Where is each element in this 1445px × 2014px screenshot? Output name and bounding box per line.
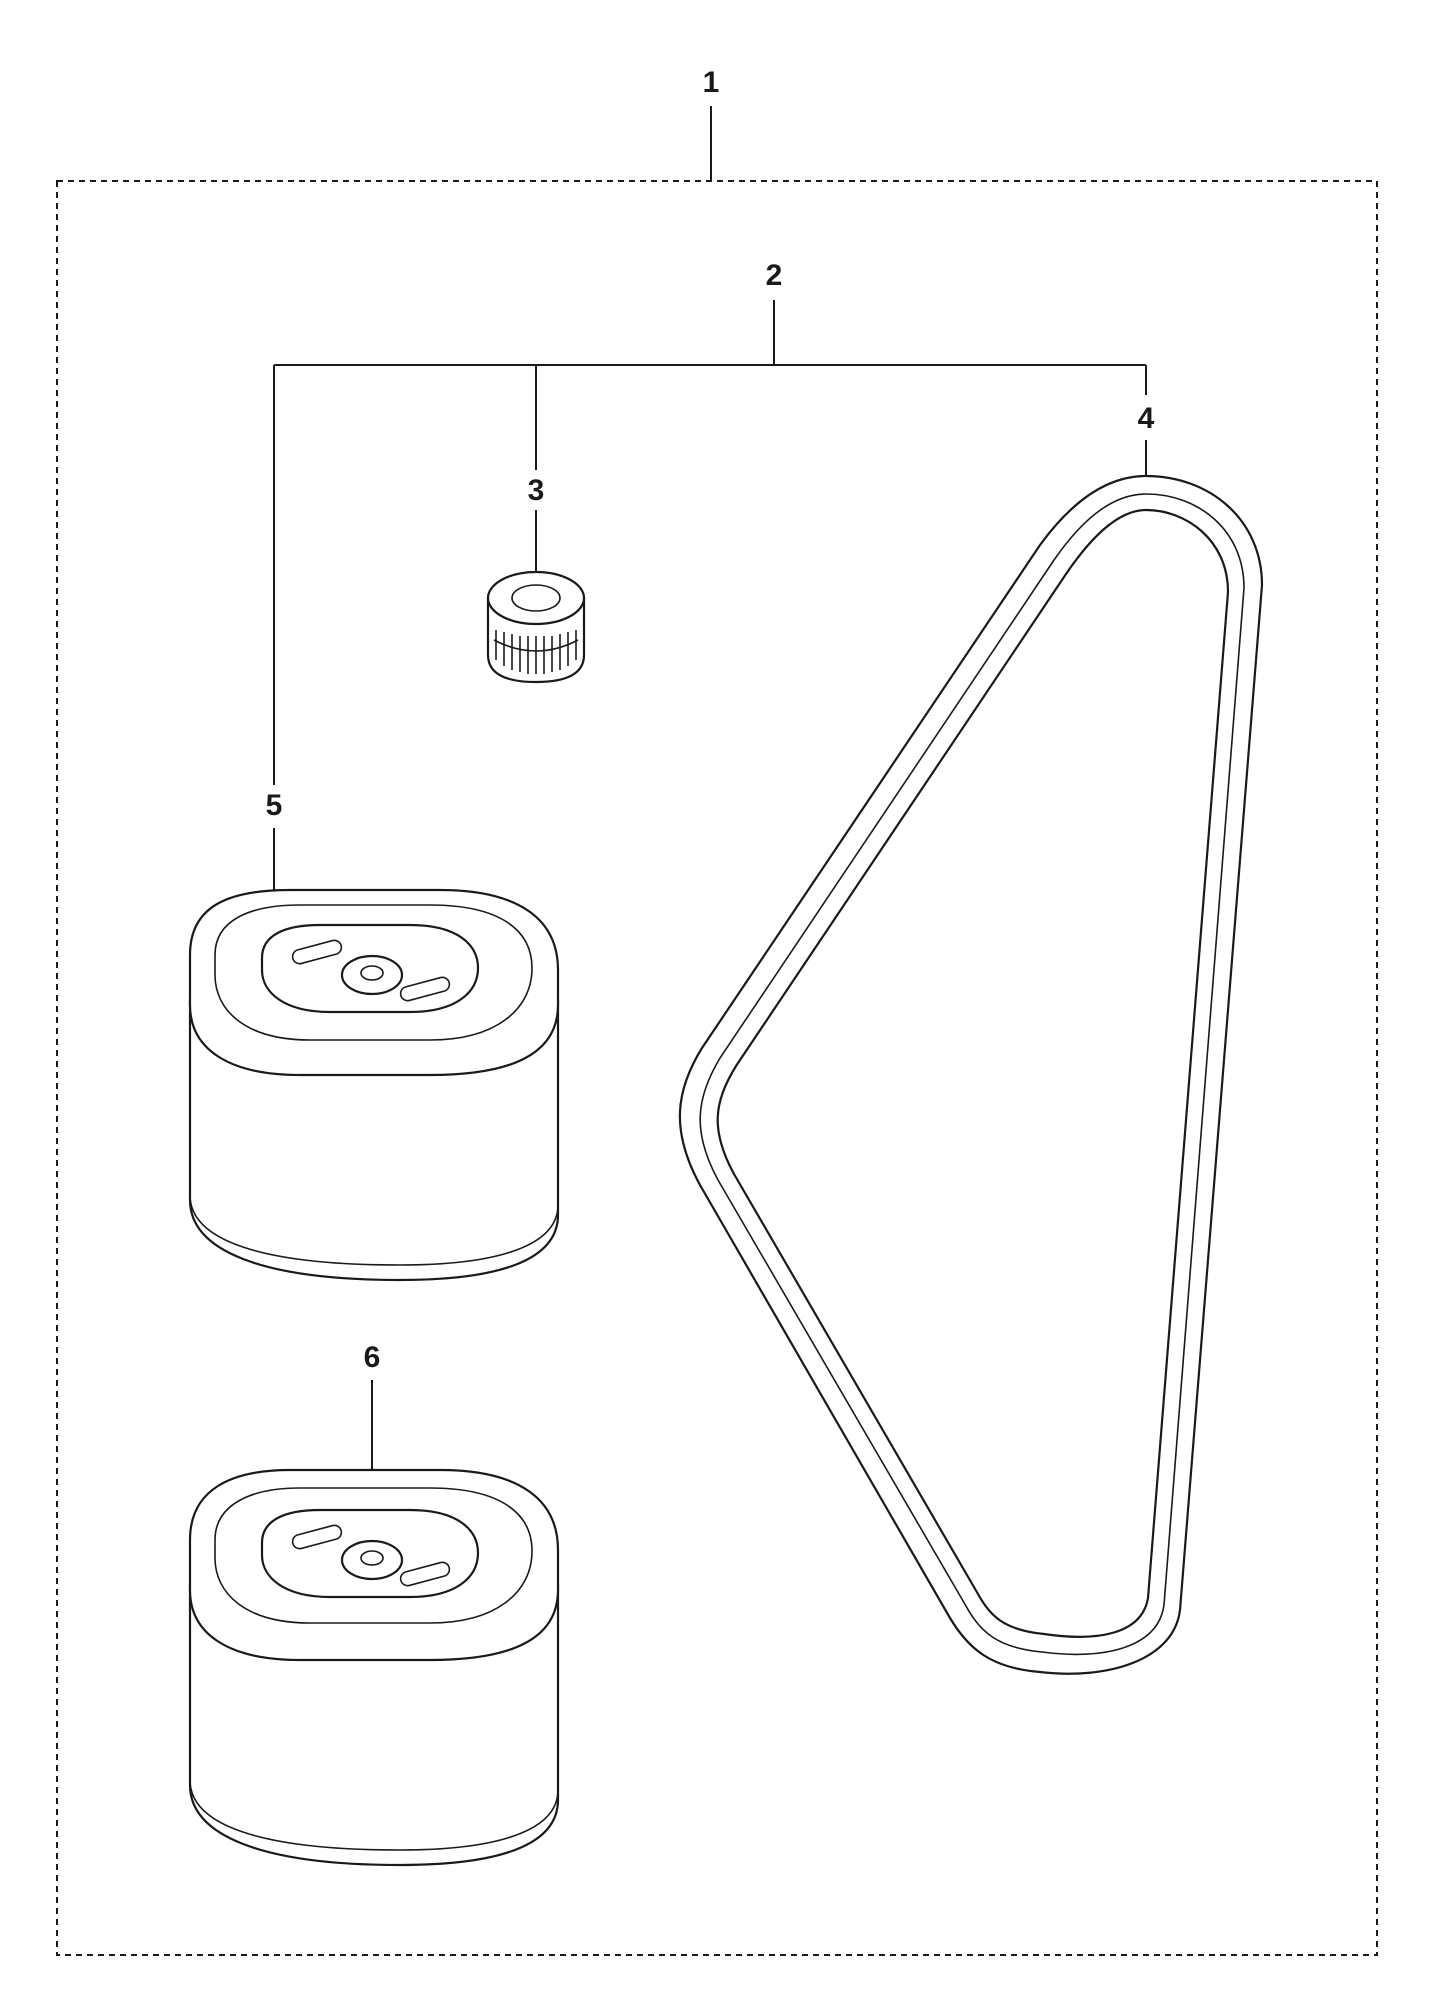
callout-3[interactable]: 3	[528, 474, 545, 507]
pre-filter-part[interactable]	[188, 1468, 560, 1867]
callout-5[interactable]: 5	[266, 789, 283, 822]
kit-boundary-frame	[56, 180, 1378, 1956]
callout-4[interactable]: 4	[1138, 402, 1155, 435]
fuel-filter-part[interactable]	[486, 570, 586, 684]
callout-1[interactable]: 1	[703, 66, 720, 99]
callout-2[interactable]: 2	[766, 259, 783, 292]
air-filter-part[interactable]	[188, 888, 560, 1282]
leader-bracket-2	[273, 300, 1147, 785]
drive-belt-part[interactable]	[678, 474, 1264, 1675]
callout-6[interactable]: 6	[364, 1341, 381, 1374]
